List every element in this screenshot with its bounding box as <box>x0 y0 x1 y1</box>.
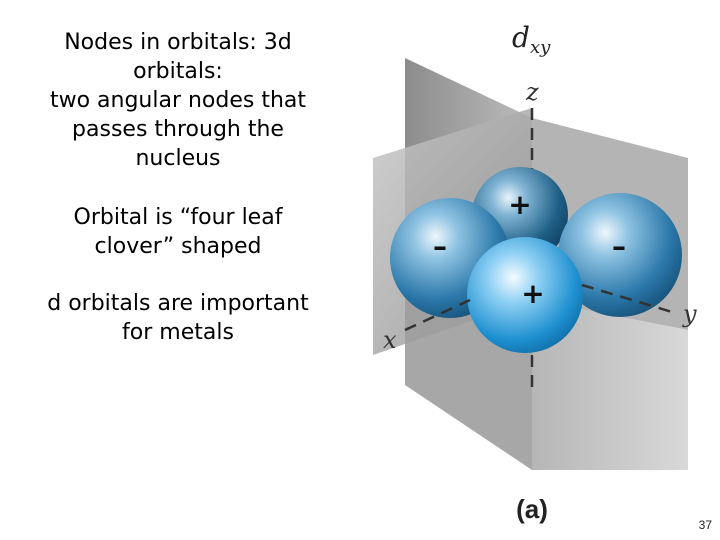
sign-back: + <box>508 188 531 221</box>
lobe-front <box>467 237 583 353</box>
metals-line-2: for metals <box>122 320 234 345</box>
clover-line-2: clover” shaped <box>94 234 262 259</box>
clover-line-1: Orbital is “four leaf <box>73 205 283 230</box>
x-axis <box>404 298 471 332</box>
nodes-line-2: orbitals: <box>133 59 223 84</box>
nodes-line-5: nucleus <box>135 146 221 171</box>
orbital-label-main: d <box>512 21 530 54</box>
nodes-line-3: two angular nodes that <box>49 88 307 113</box>
orbital-label: dxy <box>512 21 551 58</box>
axis-y-label: y <box>682 300 697 328</box>
sign-left: – <box>433 230 447 263</box>
nodes-line-4: passes through the <box>72 117 284 142</box>
sign-right: – <box>612 230 626 263</box>
panel-label: (a) <box>516 494 548 524</box>
metals-line-1: d orbitals are important <box>47 291 309 316</box>
page-number: 37 <box>698 518 712 532</box>
slide-text: Nodes in orbitals: 3d orbitals: two angu… <box>0 28 356 347</box>
dxy-orbital-figure: dxy z x y + – – + (a) <box>373 21 697 524</box>
axis-z-label: z <box>525 78 539 106</box>
axis-x-label: x <box>383 326 397 354</box>
plane-front-right <box>532 300 688 470</box>
nodes-line-1: Nodes in orbitals: 3d <box>64 30 292 55</box>
orbital-label-sub: xy <box>530 37 551 58</box>
y-axis <box>581 283 673 314</box>
sign-front: + <box>521 277 544 310</box>
